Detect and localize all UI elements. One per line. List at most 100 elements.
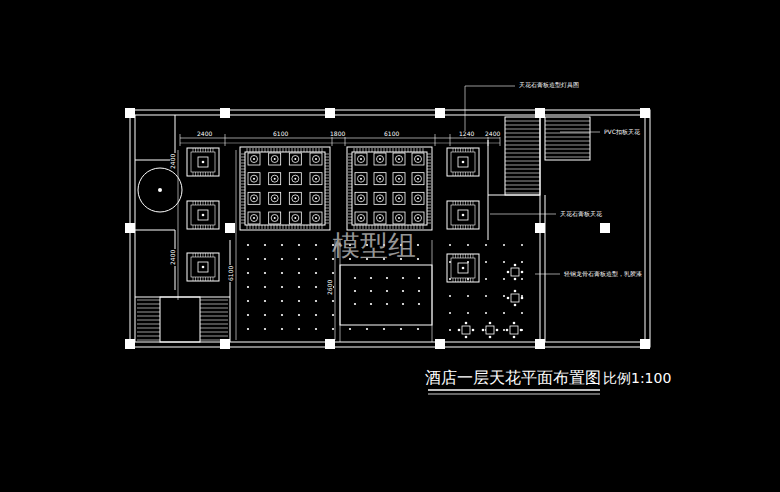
wall-line bbox=[262, 148, 263, 152]
chair bbox=[521, 297, 524, 300]
wall-line bbox=[292, 225, 293, 229]
wall-line bbox=[280, 148, 281, 152]
wall-line bbox=[137, 308, 160, 309]
wall-line bbox=[180, 134, 181, 146]
downlight bbox=[281, 286, 283, 288]
wall-line bbox=[200, 340, 228, 341]
wall-line bbox=[453, 225, 454, 229]
plan-rect bbox=[451, 152, 475, 172]
downlight bbox=[418, 290, 420, 292]
downlight bbox=[449, 278, 451, 280]
wall-line bbox=[473, 148, 474, 152]
downlight bbox=[298, 314, 300, 316]
downlight bbox=[418, 277, 420, 279]
downlight bbox=[298, 272, 300, 274]
downlight bbox=[264, 328, 266, 330]
downlight bbox=[264, 258, 266, 260]
wall-line bbox=[348, 193, 352, 194]
column bbox=[220, 108, 230, 118]
chair bbox=[513, 322, 516, 325]
plan-rect bbox=[187, 148, 219, 176]
light-fixture bbox=[358, 215, 365, 222]
downlight bbox=[485, 312, 487, 314]
wall-line bbox=[427, 214, 431, 215]
wall-line bbox=[180, 138, 500, 139]
wall-line bbox=[363, 148, 364, 152]
wall-line bbox=[427, 202, 431, 203]
wall-line bbox=[420, 225, 421, 229]
downlight bbox=[467, 261, 469, 263]
downlight bbox=[298, 328, 300, 330]
wall-line bbox=[505, 177, 540, 178]
wall-line bbox=[378, 148, 379, 152]
light-fixture bbox=[313, 175, 320, 182]
wall-line bbox=[396, 148, 397, 152]
wall-line bbox=[463, 225, 464, 229]
plan-rect bbox=[458, 157, 468, 167]
wall-line bbox=[195, 277, 196, 281]
chair bbox=[506, 329, 509, 332]
wall-line bbox=[205, 172, 206, 176]
wall-line bbox=[137, 312, 160, 313]
downlight bbox=[467, 244, 469, 246]
plan-rect bbox=[187, 253, 219, 281]
downlight bbox=[386, 290, 388, 292]
wall-line bbox=[375, 225, 376, 229]
dimension: 6100 bbox=[272, 131, 289, 137]
plan-rect bbox=[458, 210, 468, 220]
downlight bbox=[485, 278, 487, 280]
wall-line bbox=[137, 316, 160, 317]
wall-line bbox=[241, 190, 245, 191]
wall-line bbox=[241, 220, 245, 221]
light-fixture bbox=[271, 215, 278, 222]
wall-line bbox=[427, 193, 431, 194]
wall-line bbox=[241, 187, 245, 188]
drawing-title: 酒店一层天花平面布置图 bbox=[425, 370, 601, 386]
plan-rect bbox=[412, 173, 424, 185]
wall-line bbox=[435, 134, 436, 146]
downlight bbox=[386, 303, 388, 305]
wall-line bbox=[241, 193, 245, 194]
wall-line bbox=[200, 336, 228, 337]
wall-line bbox=[402, 148, 403, 152]
wall-line bbox=[545, 153, 590, 154]
chair bbox=[514, 278, 517, 281]
plan-rect bbox=[248, 173, 260, 185]
wall-line bbox=[463, 148, 464, 152]
light-fixture bbox=[415, 195, 422, 202]
downlight bbox=[247, 258, 249, 260]
column bbox=[325, 339, 335, 349]
wall-line bbox=[203, 225, 204, 229]
wall-line bbox=[210, 253, 211, 257]
plan-rect bbox=[451, 258, 475, 278]
wall-line bbox=[348, 199, 352, 200]
wall-line bbox=[325, 169, 329, 170]
wall-line bbox=[423, 225, 424, 229]
callout-note: 轻钢龙骨石膏板造型，乳胶漆 bbox=[563, 271, 643, 277]
wall-line bbox=[241, 160, 245, 161]
wall-line bbox=[399, 225, 400, 229]
downlight bbox=[449, 261, 451, 263]
plan-rect bbox=[412, 212, 424, 224]
callout-note: 天花石膏板天花 bbox=[559, 211, 603, 217]
plan-rect bbox=[374, 192, 386, 204]
light-fixture bbox=[202, 266, 205, 269]
wall-line bbox=[193, 277, 194, 281]
downlight bbox=[281, 314, 283, 316]
light-fixture bbox=[379, 217, 381, 219]
wall-line bbox=[427, 160, 431, 161]
wall-line bbox=[417, 148, 418, 152]
chair bbox=[521, 271, 524, 274]
downlight bbox=[298, 244, 300, 246]
plan-rect bbox=[451, 205, 475, 225]
wall-line bbox=[460, 172, 461, 176]
wall-line bbox=[195, 253, 196, 257]
wall-line bbox=[230, 240, 231, 342]
wall-line bbox=[304, 148, 305, 152]
wall-line bbox=[455, 201, 456, 205]
light-fixture bbox=[158, 188, 162, 192]
wall-line bbox=[411, 148, 412, 152]
light-fixture bbox=[315, 178, 317, 180]
plan-rect bbox=[447, 254, 479, 282]
wall-line bbox=[399, 148, 400, 152]
